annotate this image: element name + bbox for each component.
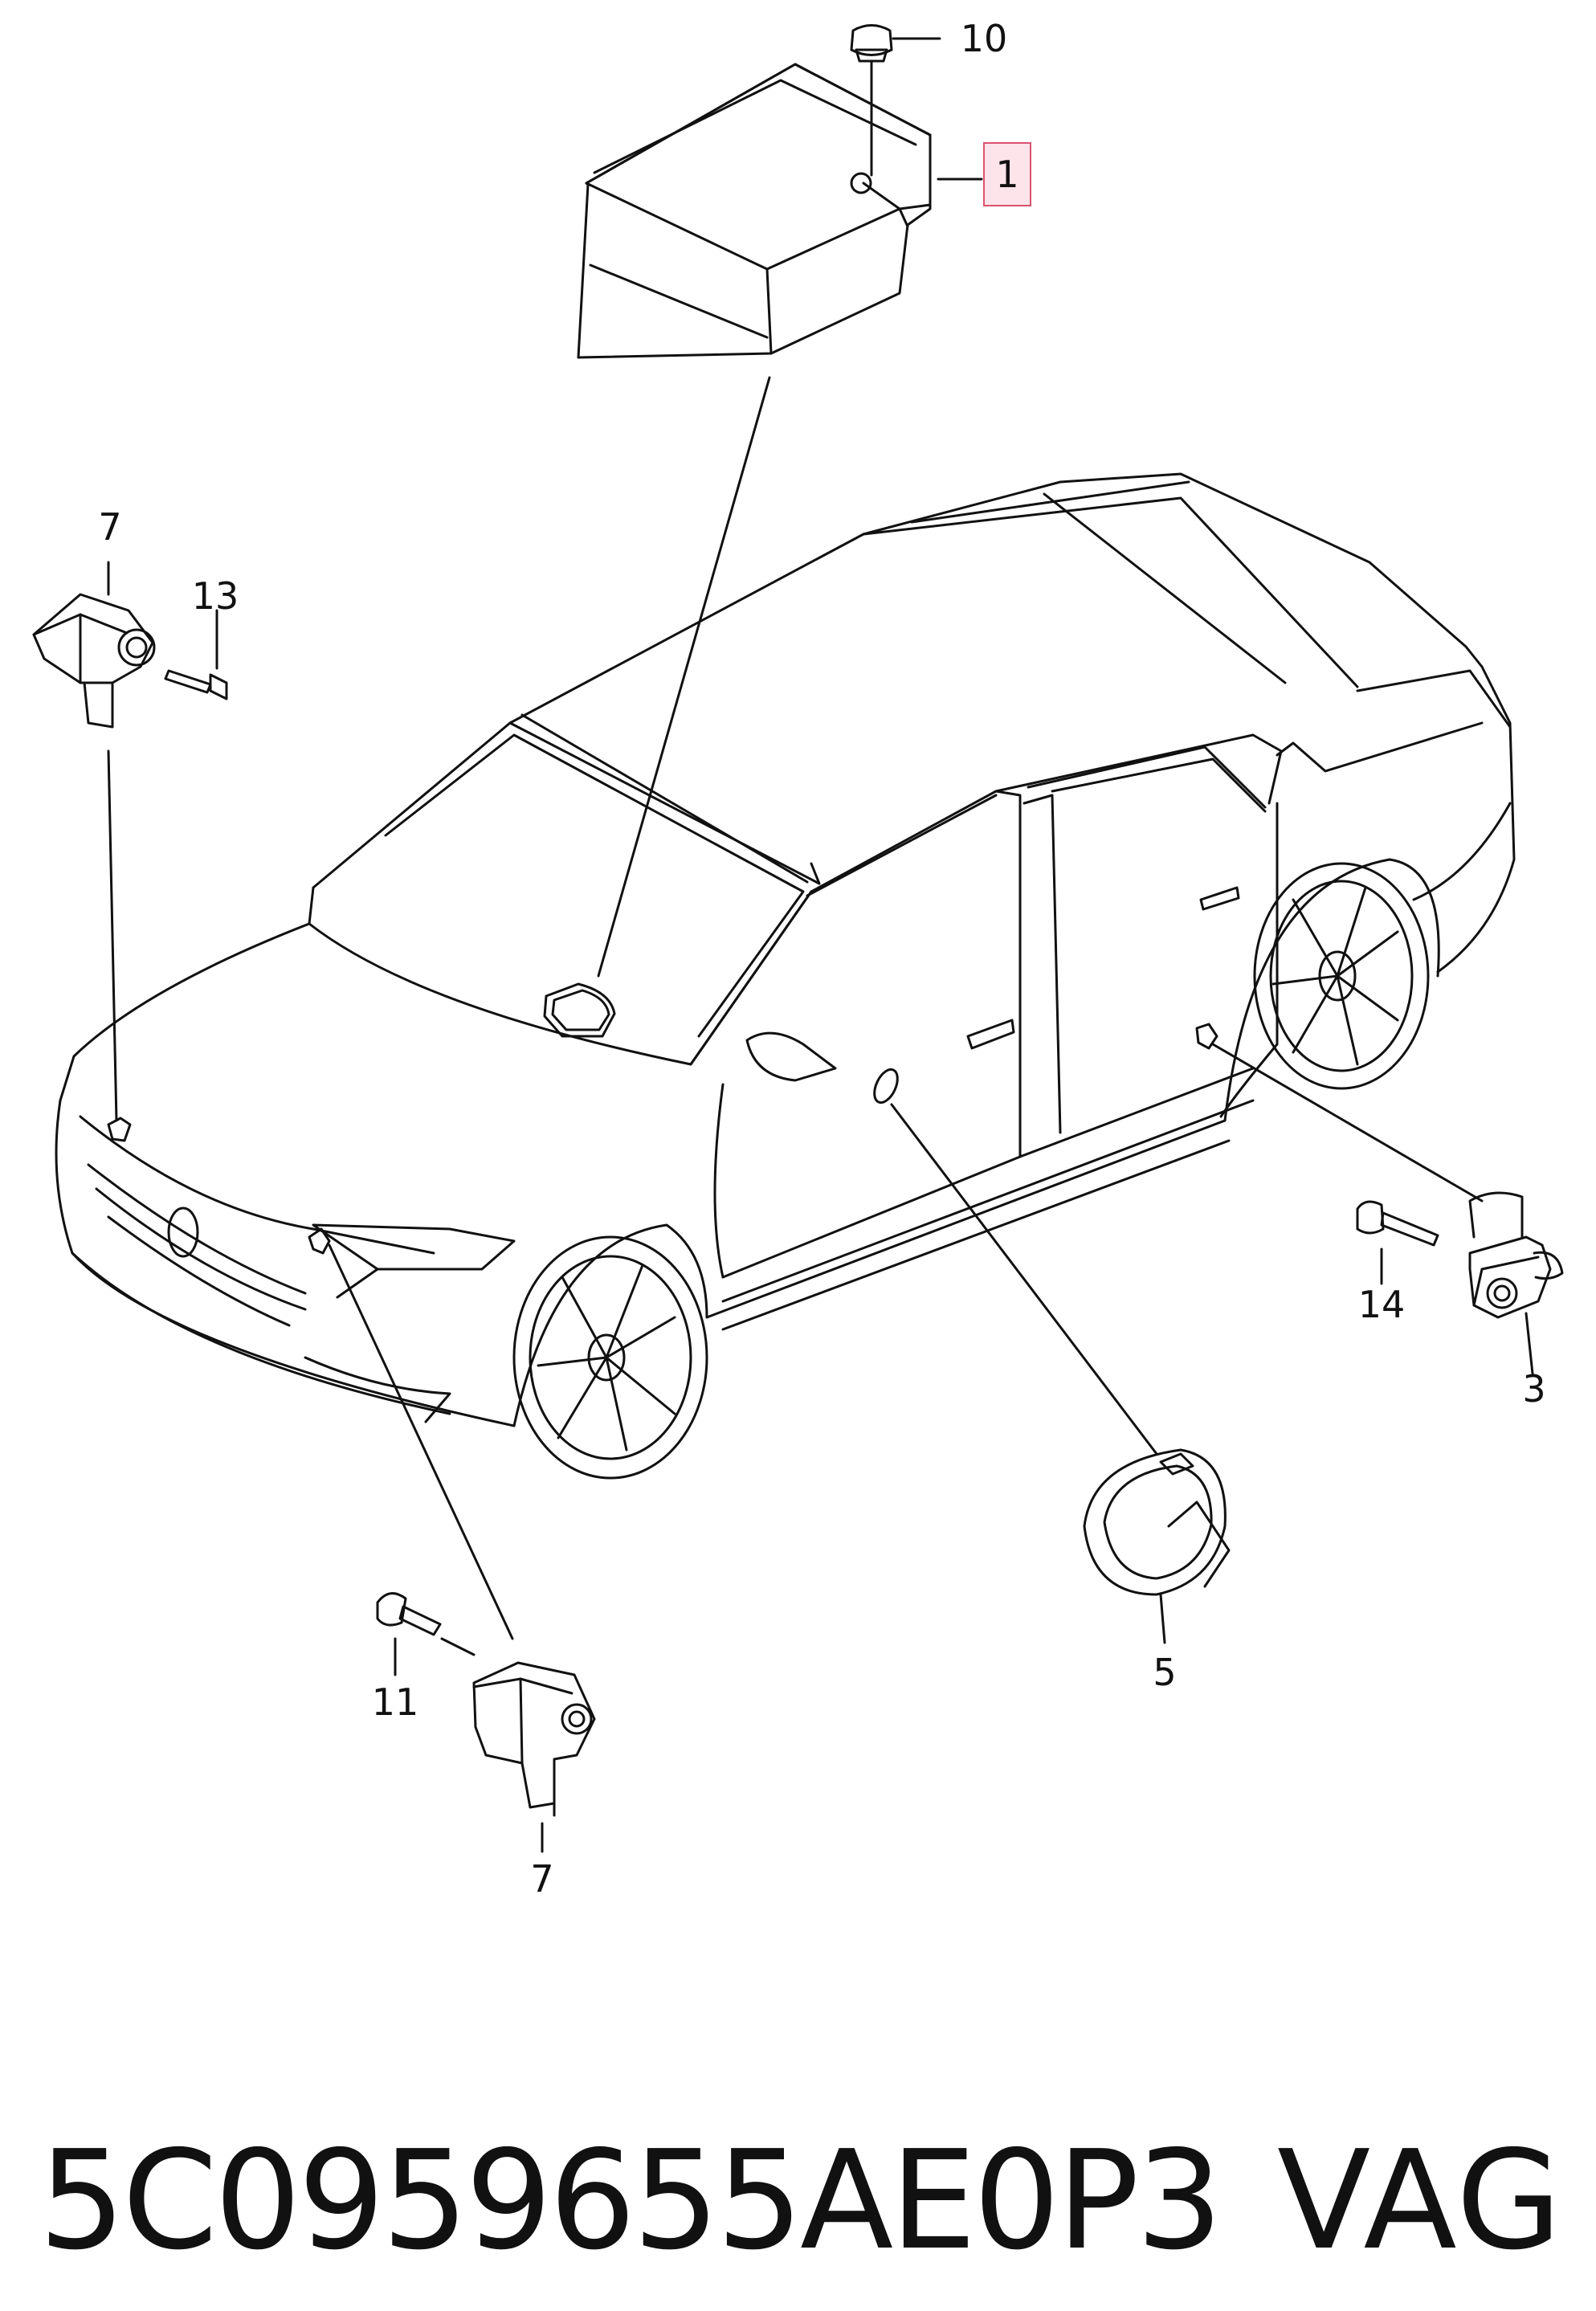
part-number: 5C0959655AE0P3 bbox=[39, 2121, 1223, 2280]
callout-10[interactable]: 10 bbox=[961, 17, 1008, 60]
brand-name: VAG bbox=[1277, 2121, 1564, 2280]
callout-3[interactable]: 3 bbox=[1522, 1367, 1545, 1411]
crash-sensor-side-right bbox=[1356, 1191, 1564, 1375]
crash-sensor-front-right bbox=[376, 1592, 596, 1853]
callout-11[interactable]: 11 bbox=[372, 1680, 419, 1724]
callout-14[interactable]: 14 bbox=[1358, 1283, 1406, 1326]
callout-1[interactable]: 1 bbox=[995, 153, 1018, 196]
crash-sensor-front-left bbox=[32, 561, 228, 729]
callout-13[interactable]: 13 bbox=[192, 574, 239, 618]
airbag-control-unit bbox=[577, 63, 932, 359]
nut-icon bbox=[850, 24, 941, 177]
car-body bbox=[55, 472, 1516, 1480]
callout-7-bottom[interactable]: 7 bbox=[530, 1857, 553, 1901]
parts-diagram: 1 10 7 13 14 3 5 11 7 bbox=[32, 17, 1564, 1901]
callout-5[interactable]: 5 bbox=[1153, 1651, 1176, 1694]
callout-7-top[interactable]: 7 bbox=[98, 505, 121, 549]
callout-1-highlight bbox=[983, 142, 1031, 206]
door-pressure-sensor bbox=[1083, 1448, 1231, 1644]
